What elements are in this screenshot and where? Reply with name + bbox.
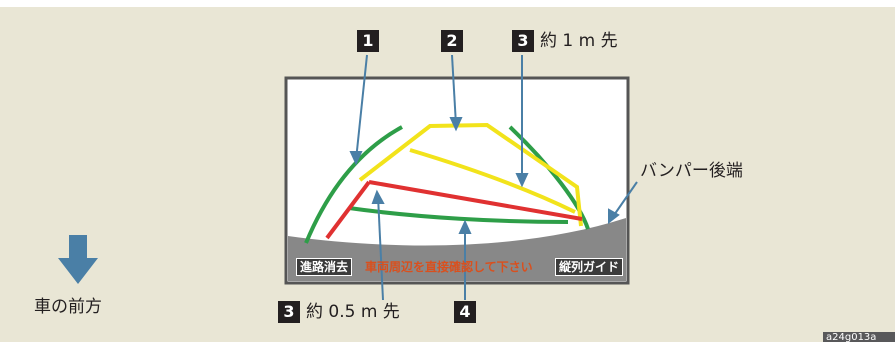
callout-3-top-arrowhead <box>515 173 529 188</box>
callout-badge-3-top: 3 <box>512 30 534 52</box>
green-left-guide-line <box>304 125 403 244</box>
callout-4-arrowhead <box>458 219 472 234</box>
vehicle-front-label: 車の前方 <box>34 297 102 317</box>
callout-1-leader <box>355 54 368 161</box>
bumper-arrowhead <box>608 208 620 225</box>
callout-badge-3-bottom: 3 <box>278 301 300 323</box>
green-horizontal-guide-line <box>348 206 569 224</box>
bumper-area <box>288 218 626 281</box>
yellow-guide-line <box>358 122 583 227</box>
callout-badge-2: 2 <box>441 30 463 52</box>
red-horizontal-guide-line <box>368 180 583 221</box>
callout-3-bottom-leader <box>377 195 384 301</box>
parallel-parking-guide-button[interactable]: 縦列ガイド <box>555 258 624 276</box>
callout-3-bottom-arrowhead <box>371 189 385 204</box>
route-clear-button[interactable]: 進路消去 <box>296 258 353 276</box>
bumper-rear-end-label: バンパー後端 <box>640 161 743 181</box>
yellow-cross-line <box>409 148 576 214</box>
figure-id-label: a24g013a <box>823 332 895 342</box>
vehicle-front-arrow-icon <box>58 235 98 284</box>
distance-05m-label: 約 0.5 m 先 <box>306 302 400 322</box>
callout-badge-1: 1 <box>357 30 379 52</box>
top-margin <box>0 0 895 7</box>
callout-2-arrowhead <box>449 117 463 132</box>
bumper-leader <box>611 181 638 219</box>
check-surroundings-warning: 車両周辺を直接確認して下さい <box>365 260 533 274</box>
distance-1m-label: 約 1 m 先 <box>540 31 618 51</box>
callout-2-leader <box>451 54 457 126</box>
red-left-guide-line <box>325 180 371 240</box>
callout-badge-4: 4 <box>454 301 476 323</box>
callout-1-arrowhead <box>349 151 363 166</box>
